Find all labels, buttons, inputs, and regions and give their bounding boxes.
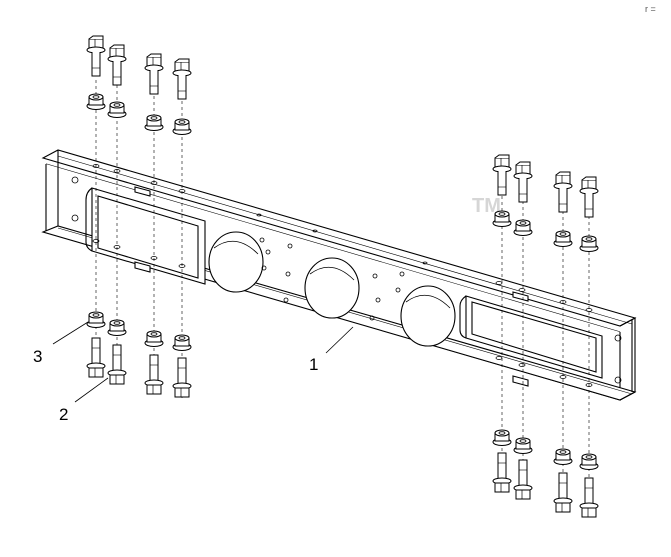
callout-1-label: 1 (309, 355, 318, 374)
nut-icon (492, 429, 599, 470)
callout-1: 1 (309, 326, 354, 374)
watermark: TM (472, 195, 501, 217)
callout-2-label: 2 (59, 405, 68, 424)
nut-icon (86, 93, 192, 135)
nut-icon (86, 311, 192, 351)
frame-crossmember (41, 149, 637, 401)
trademark-mark: TM (472, 195, 501, 217)
callout-3-label: 3 (33, 347, 42, 366)
bolt-icon (492, 154, 599, 218)
bolt-icon (86, 35, 192, 100)
nut-icon (492, 210, 599, 252)
callout-2: 2 (59, 377, 109, 424)
corner-mark: r = (645, 4, 656, 14)
callout-3: 3 (33, 321, 89, 366)
